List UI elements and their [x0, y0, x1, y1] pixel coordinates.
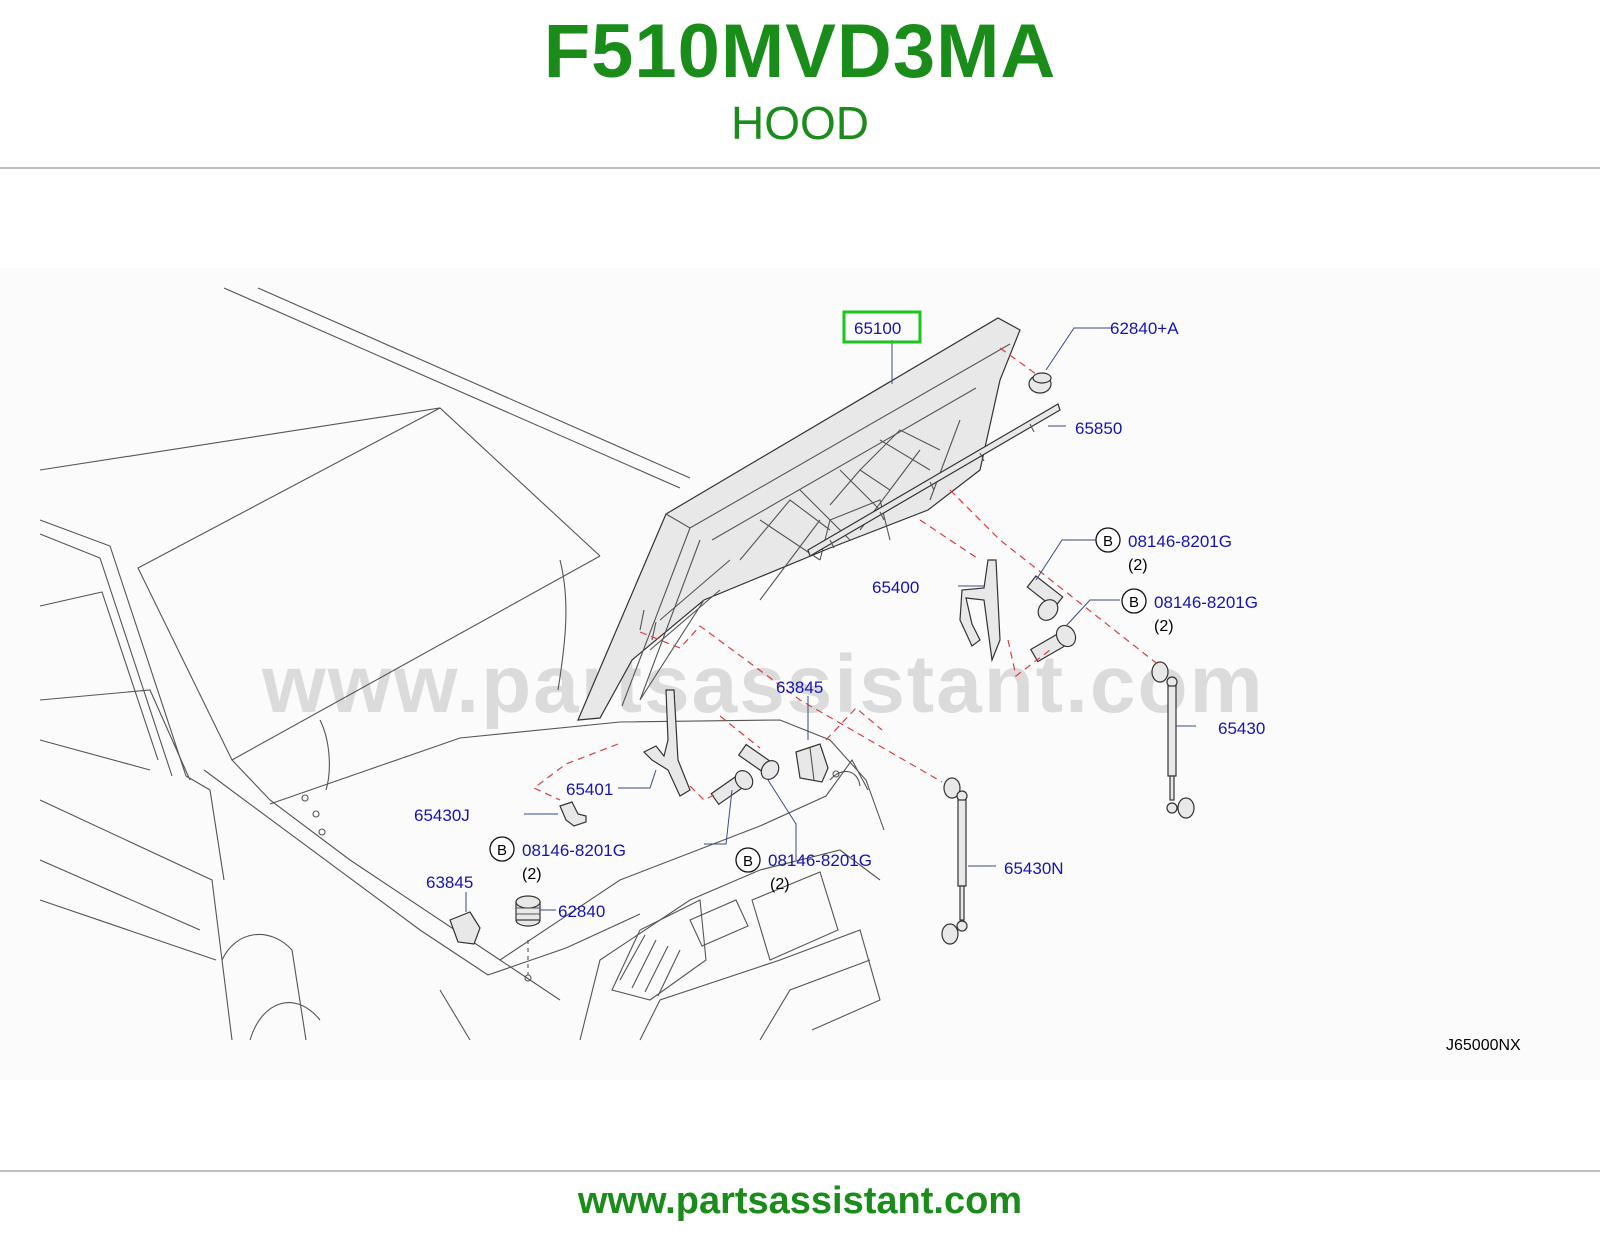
hood-stay-lh[interactable] [941, 777, 968, 945]
bolt-marker-letter: B [743, 853, 753, 870]
hood-seal-part[interactable] [807, 403, 1061, 557]
assembly-lines [532, 347, 1161, 801]
hinge-bolt-upper-2[interactable] [1029, 622, 1080, 663]
selected-part-highlight [842, 310, 922, 344]
label-stop-rubber[interactable]: 62840 [558, 902, 605, 921]
qty-bolt-upper-1: (2) [1128, 557, 1148, 574]
label-stop-rubber-a[interactable]: 62840+A [1110, 319, 1179, 338]
hinge-bolt-lower-1[interactable] [710, 767, 756, 806]
label-stay-rh[interactable]: 65430 [1218, 719, 1265, 738]
label-clip[interactable]: 65430J [414, 806, 470, 825]
hood-stop-rubber-upper[interactable] [1028, 372, 1052, 394]
bolt-marker-letter: B [497, 842, 507, 859]
hood-stop-rubber-lower[interactable] [515, 895, 541, 927]
label-bumper-upper[interactable]: 63845 [776, 678, 823, 697]
label-bolt-upper-2[interactable]: 08146-8201G [1154, 593, 1258, 612]
hood-panel-part[interactable] [577, 317, 1021, 721]
header-divider [0, 167, 1600, 169]
stay-clip-part[interactable] [559, 801, 587, 827]
qty-bolt-lower-1: (2) [522, 866, 542, 883]
hood-bumper-lower[interactable] [449, 911, 481, 945]
qty-bolt-lower-2: (2) [770, 876, 790, 893]
bolt-marker-upper-1: B [1095, 527, 1121, 553]
leader-lines [465, 327, 1196, 912]
label-hinge-lh[interactable]: 65401 [566, 780, 613, 799]
diagram-code: J65000NX [1446, 1037, 1521, 1054]
page-title: F510MVD3MA [543, 9, 1057, 94]
watermark: www.partsassistant.com [261, 639, 1265, 730]
vehicle-outline [39, 287, 885, 1041]
page-subtitle: HOOD [731, 97, 869, 149]
label-bolt-lower-1[interactable]: 08146-8201G [522, 841, 626, 860]
label-seal[interactable]: 65850 [1075, 419, 1122, 438]
label-bolt-lower-2[interactable]: 08146-8201G [768, 851, 872, 870]
label-hinge-rh[interactable]: 65400 [872, 578, 919, 597]
bolt-marker-lower-2: B [735, 847, 761, 873]
diagram-panel [0, 268, 1600, 1080]
hood-bumper-upper[interactable] [795, 743, 829, 783]
hinge-bolt-lower-2[interactable] [737, 743, 783, 782]
hood-hinge-lh[interactable] [642, 689, 691, 797]
footer-url[interactable]: www.partsassistant.com [577, 1180, 1023, 1222]
hood-stay-rh[interactable] [1151, 661, 1195, 819]
label-bumper-lower[interactable]: 63845 [426, 873, 473, 892]
bolt-marker-upper-2: B [1121, 588, 1147, 614]
qty-bolt-upper-2: (2) [1154, 618, 1174, 635]
hood-hinge-rh[interactable] [959, 559, 1001, 663]
label-hood[interactable]: 65100 [854, 319, 901, 338]
label-bolt-upper-1[interactable]: 08146-8201G [1128, 532, 1232, 551]
label-stay-lh[interactable]: 65430N [1004, 859, 1064, 878]
hinge-bolt-upper-1[interactable] [1026, 575, 1064, 624]
bolt-marker-letter: B [1103, 533, 1113, 550]
bolt-marker-lower-1: B [489, 836, 515, 862]
bolt-marker-letter: B [1129, 594, 1139, 611]
footer-divider [0, 1170, 1600, 1172]
